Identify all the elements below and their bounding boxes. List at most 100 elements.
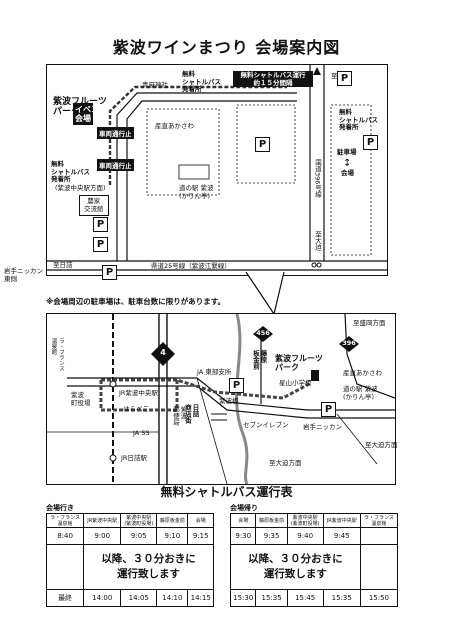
table-cell: 15:50	[359, 589, 399, 607]
parking-icon: P	[337, 71, 352, 86]
venue-marker	[311, 370, 319, 381]
venue-area-map: 青麻神社 無料 シャトルバス 発着所 無料シャトルバス運行 約１５分間隔 至盛岡…	[46, 64, 388, 276]
table-cell: 9:10	[156, 527, 189, 545]
parking-notice: ※会場周辺の駐車場は、駐車台数に限りがあります。	[46, 297, 226, 306]
route-4-marker: 4	[160, 348, 166, 357]
fruit-park-label: 紫波フルーツ パーク	[53, 97, 107, 117]
table-cell: 8:40	[45, 527, 85, 545]
to-venue-caption: 会場行き	[46, 504, 74, 512]
table-cell	[359, 527, 399, 545]
column-header: 紫波中央駅 (紫波町役場)	[286, 513, 324, 528]
table-row: 以降、３０分おきに 運行致します	[230, 544, 399, 590]
shiwa-post-office-label: 紫波 郵便局	[171, 406, 188, 426]
fruit-park-label: 紫波フルーツ パーク	[275, 354, 323, 372]
to-otsuchi-label-2: 至大迫方面	[269, 459, 302, 467]
ja-ss-label: JA SS	[133, 429, 150, 437]
sanchoku-label: 産直あかさわ	[343, 369, 382, 377]
bus-stop-label-right: 無料 シャトルバス 発着所	[339, 108, 378, 131]
parking-to-venue-label: 駐車場	[337, 148, 357, 156]
column-header: 会場	[187, 513, 214, 528]
table-cell: 14:15	[187, 589, 214, 607]
route-396-marker: 396	[342, 339, 356, 347]
table-row: 以降、３０分おきに 運行致します	[45, 544, 214, 590]
prefectural-route-label: 県道25号線（紫波江繋線）	[151, 262, 231, 270]
national-route-label: 国道396号線	[313, 159, 322, 198]
table-row: 最終 14:00 14:05 14:10 14:15	[45, 589, 214, 607]
parking-icon: P	[255, 137, 270, 152]
harappa-label: はらぺこ	[123, 405, 149, 413]
bus-interval-banner: 無料シャトルバス運行 約１５分間隔	[233, 71, 313, 87]
table-row: 15:30 15:35 15:45 15:35 15:50	[229, 589, 399, 607]
to-hizume-label: 至日詰	[53, 261, 73, 269]
table-cell: 15:35	[255, 589, 288, 607]
schedule-title: 無料シャトルバス運行表	[160, 485, 293, 499]
no-entry-sign-2: 車両通行止	[97, 159, 134, 171]
hizume-shopping-label: 日詰 商店街	[183, 404, 200, 424]
table-cell: 14:10	[156, 589, 189, 607]
parking-icon: P	[93, 217, 108, 232]
table-cell: 9:40	[286, 527, 324, 545]
blank-cell	[359, 544, 399, 590]
to-otsuchi-label: 至大迫方面	[365, 441, 398, 449]
column-header: ラ・フランス 温泉館	[359, 513, 399, 528]
bus-stop-label-top: 無料 シャトルバス 発着所	[182, 70, 221, 93]
column-header: 藤原板金前	[156, 513, 189, 528]
column-header: ラ・フランス 温泉館	[45, 513, 85, 528]
venue-label: 会場	[341, 169, 354, 177]
table-row: ラ・フランス 温泉館 JR紫波中央駅 紫波中央駅 (紫波町役場) 藤原板金前 会…	[45, 513, 214, 528]
parking-icon: P	[102, 265, 117, 280]
table-cell: 15:35	[322, 589, 361, 607]
michi-no-eki-label: 道の駅 紫波 (かりん亭)	[343, 385, 378, 401]
area-overview-map: 4 456 396 ラ・フランス 温泉館 紫波 町役場 JR紫波中央駅 はらぺこ…	[46, 313, 398, 485]
route-456-marker: 456	[256, 329, 270, 337]
jr-hizume-station-label: JR日詰駅	[121, 454, 147, 462]
map-callout-pointer	[245, 272, 285, 316]
table-cell: 9:30	[229, 527, 257, 545]
no-entry-sign-1: 車両通行止	[97, 127, 134, 139]
table-row: 8:40 9:00 9:05 9:10 9:15	[45, 527, 214, 545]
iwate-nikkan-label: 岩手ニッカン	[303, 423, 342, 431]
sanchoku-label: 産直あかさわ	[155, 122, 194, 130]
table-row: 会場 藤原板金前 紫波中央駅 (紫波町役場) JR紫波中央駅 ラ・フランス 温泉…	[229, 513, 399, 528]
table-cell: 14:05	[120, 589, 158, 607]
table-cell: 9:00	[83, 527, 122, 545]
event-venue-label: イベント 会場	[73, 103, 107, 125]
table-cell: 9:15	[187, 527, 214, 545]
jr-shiwa-station-label: JR紫波中央駅	[119, 389, 158, 398]
page-title: 紫波ワインまつり 会場案内図	[112, 38, 341, 57]
table-cell: 15:30	[229, 589, 257, 607]
table-cell: 9:05	[120, 527, 158, 545]
la-france-label: ラ・フランス 温泉館	[50, 338, 65, 371]
parking-icon: P	[321, 402, 336, 417]
column-header: 紫波中央駅 (紫波町役場)	[120, 513, 158, 528]
from-shiwa-station-label: (紫波中央駅方面)	[55, 184, 106, 192]
hoshiyama-school-label: 星山小学校	[279, 379, 312, 387]
seven-eleven-label: セブンイレブン	[243, 421, 289, 429]
iwate-nikkan-label: 岩手ニッカン 東側	[4, 267, 43, 283]
fujiwara-stop-label: 藤原 板金前	[251, 350, 268, 370]
double-arrow-icon: ↕	[343, 158, 352, 169]
table-cell: 9:45	[322, 527, 361, 545]
table-cell: 15:45	[286, 589, 324, 607]
parking-icon: P	[363, 135, 378, 150]
column-header: 藤原板金前	[255, 513, 288, 528]
blank-cell	[45, 544, 85, 590]
last-label: 最終	[45, 589, 85, 607]
shiwa-bridge-label: 紫波橋	[219, 397, 239, 405]
interval-note: 以降、３０分おきに 運行致します	[230, 544, 361, 590]
table-row: 9:30 9:35 9:40 9:45	[229, 527, 399, 545]
to-venue-schedule-table: ラ・フランス 温泉館 JR紫波中央駅 紫波中央駅 (紫波町役場) 藤原板金前 会…	[45, 513, 214, 607]
interval-note: 以降、３０分おきに 運行致します	[83, 544, 214, 590]
michi-no-eki-label: 道の駅 紫波 (かりん亭)	[179, 184, 214, 200]
to-otsuchi-label: 至大迫	[313, 231, 322, 251]
farmers-center-label: 農家 交流館	[79, 195, 109, 216]
parking-icon: P	[93, 237, 108, 252]
overview-map-roads	[47, 314, 395, 484]
to-morioka-label: 至盛岡方面	[353, 319, 386, 327]
column-header: JR紫波中央駅	[322, 513, 361, 528]
table-cell: 9:35	[255, 527, 288, 545]
from-venue-schedule-table: 会場 藤原板金前 紫波中央駅 (紫波町役場) JR紫波中央駅 ラ・フランス 温泉…	[229, 513, 399, 607]
column-header: 会場	[229, 513, 257, 528]
table-cell: 14:00	[83, 589, 122, 607]
parking-icon: P	[229, 378, 244, 393]
